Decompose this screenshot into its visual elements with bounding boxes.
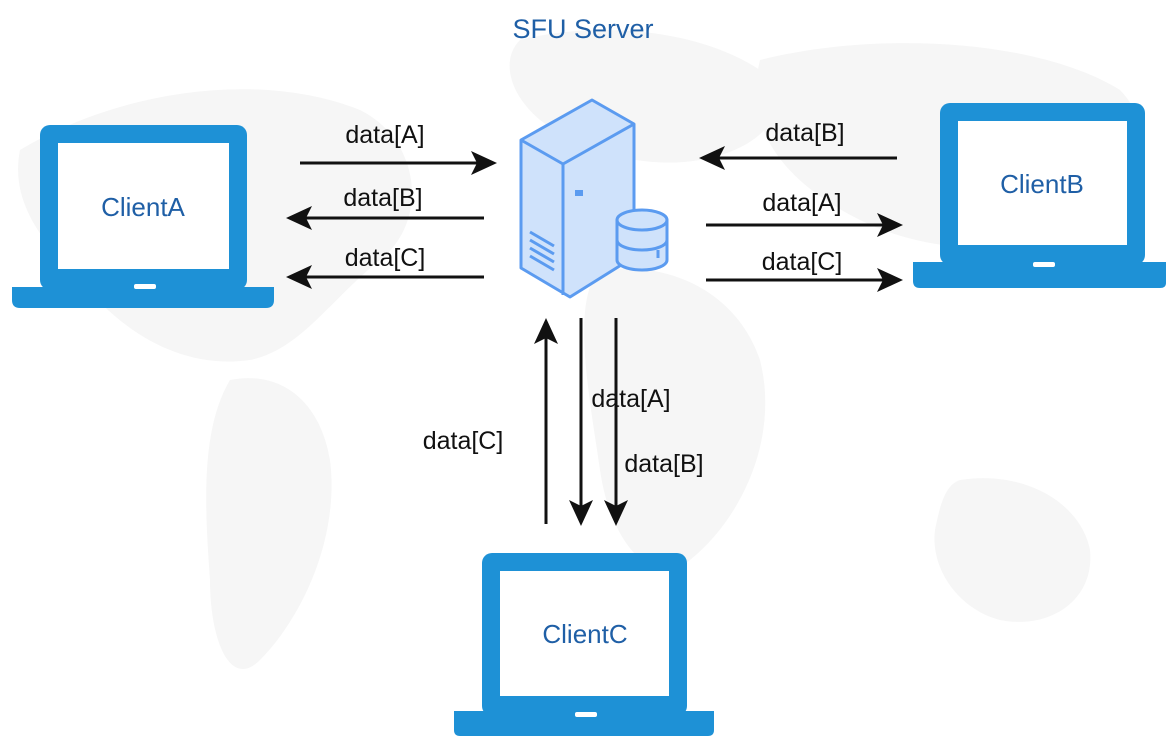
flow-server-to-b-c: data[C] [706,248,903,292]
laptop-icon [454,553,714,736]
flow-label-a-down-c: data[C] [345,244,426,272]
laptop-icon [913,103,1166,288]
flow-label-a-up: data[A] [345,121,424,149]
flow-label-c-down-a: data[A] [591,385,670,413]
client-c: ClientC [454,553,714,736]
flow-a-to-server: data[A] [300,121,497,175]
flow-label-a-down-b: data[B] [343,184,422,212]
client-c-label: ClientC [542,619,627,649]
client-b-label: ClientB [1000,169,1084,199]
flow-server-to-a-c: data[C] [286,244,484,289]
flow-server-to-c-a: data[A] [569,318,671,526]
client-a: ClientA [12,125,274,308]
flow-server-to-b-a: data[A] [706,189,903,237]
flow-server-to-a-b: data[B] [286,184,484,230]
flow-b-to-server: data[B] [699,119,897,170]
server-with-database-icon [519,98,669,299]
flow-label-c-down-b: data[B] [624,450,703,478]
client-b: ClientB [913,103,1166,288]
flow-label-b-down-c: data[C] [762,248,843,276]
flow-label-b-down-a: data[A] [762,189,841,217]
laptop-icon [12,125,274,308]
flow-c-to-server: data[C] [423,318,558,524]
flow-label-b-up: data[B] [765,119,844,147]
client-a-label: ClientA [101,192,185,222]
diagram-title: SFU Server [512,14,653,44]
database-icon [615,208,669,272]
flow-label-c-up: data[C] [423,427,504,455]
flow-server-to-c-b: data[B] [604,318,704,526]
